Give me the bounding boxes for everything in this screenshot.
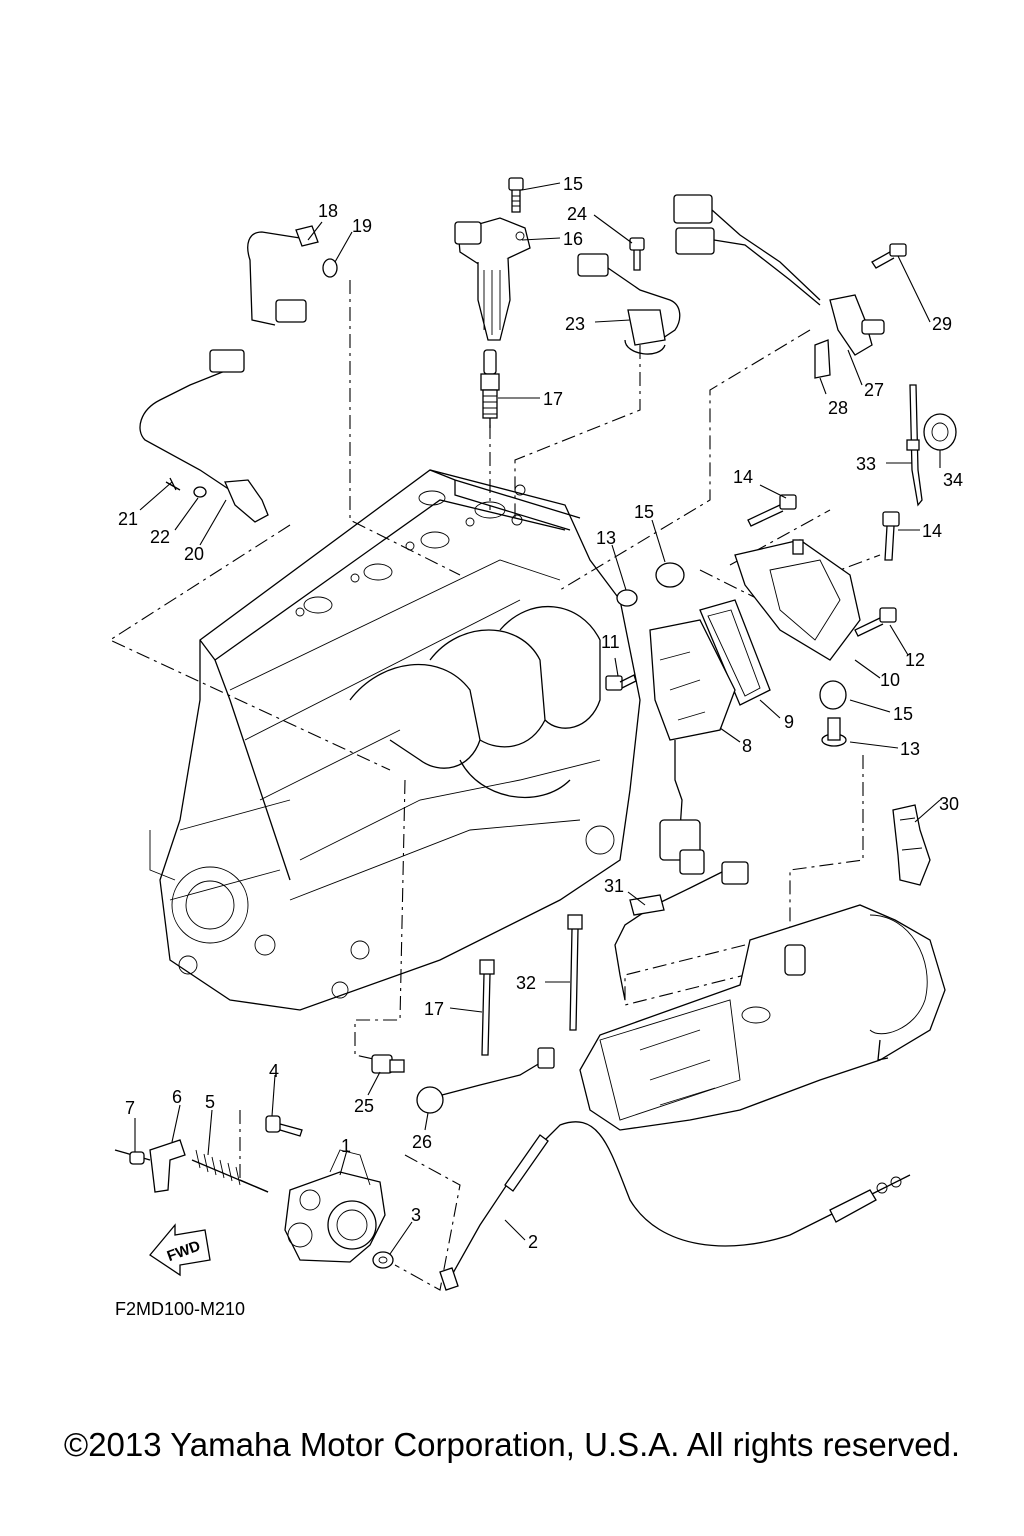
callout-35: 33 bbox=[856, 454, 876, 474]
callout-labels: 15 24 16 18 19 23 29 27 28 17 33 34 14 1… bbox=[115, 174, 963, 1319]
callout-26: 24 bbox=[567, 204, 587, 224]
bracket-10-icon bbox=[734, 539, 861, 661]
callout-15a: 15 bbox=[634, 502, 654, 522]
callout-7: 7 bbox=[125, 1098, 135, 1118]
sensor-32-icon bbox=[892, 804, 931, 886]
fwd-arrow-icon: FWD bbox=[149, 1223, 211, 1277]
screw-26-icon bbox=[629, 237, 645, 271]
bolt-17-icon bbox=[508, 177, 524, 213]
callout-20: 18 bbox=[318, 201, 338, 221]
bracket-6-icon bbox=[149, 1139, 186, 1193]
callout-3: 3 bbox=[411, 1205, 421, 1225]
grommet-36-icon bbox=[923, 413, 957, 451]
collar-13-icons bbox=[616, 589, 847, 747]
exhaust-manifold-icon bbox=[579, 904, 946, 1131]
ecu-8-icon bbox=[649, 619, 736, 875]
sensor-20-icon bbox=[247, 225, 338, 326]
copyright-notice: ©2013 Yamaha Motor Corporation, U.S.A. A… bbox=[63, 1426, 961, 1463]
callout-25: 23 bbox=[565, 314, 585, 334]
sensor-29-icon bbox=[673, 194, 885, 379]
callout-5: 5 bbox=[205, 1092, 215, 1112]
throttle-body-1-icon bbox=[284, 1149, 386, 1263]
callout-13b: 13 bbox=[900, 739, 920, 759]
sensor-25-icon bbox=[577, 253, 681, 355]
callout-1: 1 bbox=[341, 1136, 351, 1156]
nut-3-icon bbox=[372, 1251, 394, 1269]
callout-28: 26 bbox=[412, 1132, 432, 1152]
leader-lines bbox=[134, 182, 941, 1255]
callout-16: 16 bbox=[563, 229, 583, 249]
callout-32: 30 bbox=[939, 794, 959, 814]
callout-2: 2 bbox=[528, 1232, 538, 1252]
callout-30: 28 bbox=[828, 398, 848, 418]
callout-36: 34 bbox=[943, 470, 963, 490]
band-35-icon bbox=[906, 384, 923, 507]
callout-14b: 14 bbox=[922, 521, 942, 541]
callout-34: 32 bbox=[516, 973, 536, 993]
throttle-cable-2-icon bbox=[439, 1121, 911, 1291]
callout-9: 9 bbox=[784, 712, 794, 732]
cable-tie-19-icon bbox=[479, 959, 495, 1056]
callout-8: 8 bbox=[742, 736, 752, 756]
callout-17: 15 bbox=[563, 174, 583, 194]
screw-4-icon bbox=[265, 1115, 303, 1137]
callout-18: 17 bbox=[543, 389, 563, 409]
callout-14a: 14 bbox=[733, 467, 753, 487]
spark-plug-icon bbox=[480, 349, 500, 428]
callout-11: 11 bbox=[601, 632, 620, 652]
callout-12: 12 bbox=[905, 650, 925, 670]
callout-24: 22 bbox=[150, 527, 170, 547]
bolt-12-icon bbox=[854, 607, 897, 637]
callout-19: 17 bbox=[424, 999, 444, 1019]
grommet-15-icons bbox=[655, 562, 847, 710]
pin-7-icon bbox=[114, 1149, 151, 1165]
sensor-22-icon bbox=[139, 349, 269, 523]
reference-code: F2MD100-M210 bbox=[115, 1299, 245, 1319]
callout-27: 25 bbox=[354, 1096, 374, 1116]
bolt-14-icons bbox=[747, 494, 900, 561]
callout-23: 21 bbox=[118, 509, 138, 529]
callout-10: 10 bbox=[880, 670, 900, 690]
bolt-11-icon bbox=[605, 674, 637, 691]
callout-15b: 15 bbox=[893, 704, 913, 724]
engine-block bbox=[149, 469, 641, 1011]
switch-27-icon bbox=[371, 1054, 405, 1074]
spring-5-icon bbox=[191, 1149, 269, 1193]
sensor-28-icon bbox=[416, 1047, 555, 1114]
callout-21: 19 bbox=[352, 216, 372, 236]
sensor-33-icon bbox=[614, 861, 749, 1001]
callout-22: 20 bbox=[184, 544, 204, 564]
callout-6: 6 bbox=[172, 1087, 182, 1107]
ignition-coil-icon bbox=[454, 217, 531, 341]
callout-33: 31 bbox=[604, 876, 624, 896]
callout-4: 4 bbox=[269, 1061, 279, 1081]
callout-29: 27 bbox=[864, 380, 884, 400]
cable-tie-34-icon bbox=[567, 914, 583, 1031]
callout-31: 29 bbox=[932, 314, 952, 334]
bolt-31-icon bbox=[871, 243, 907, 269]
callout-13a: 13 bbox=[596, 528, 616, 548]
